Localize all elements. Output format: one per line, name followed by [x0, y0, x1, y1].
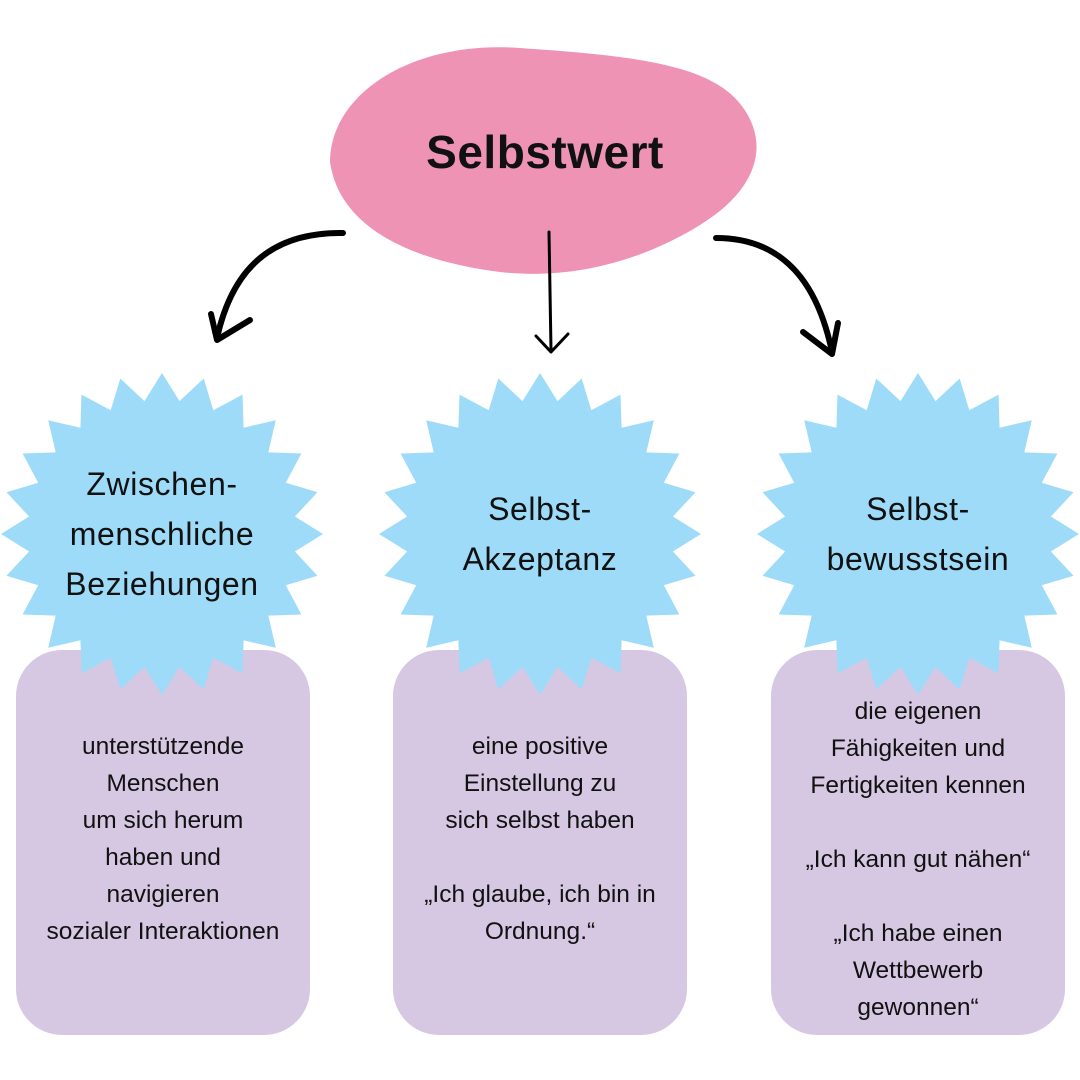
root-title: Selbstwert — [426, 126, 664, 178]
starburst-label-2: Selbst- Akzeptanz — [462, 491, 618, 577]
starburst-3: Selbst- bewusstsein — [756, 372, 1080, 696]
arrow-left — [208, 229, 346, 343]
description-box-2: eine positive Einstellung zu sich selbst… — [393, 650, 687, 1035]
starburst-1: Zwischen- menschliche Beziehungen — [0, 372, 324, 696]
starburst-shape-2 — [379, 373, 701, 695]
starburst-2: Selbst- Akzeptanz — [378, 372, 702, 696]
description-text-3: die eigenen Fähigkeiten und Fertigkeiten… — [805, 698, 1031, 1021]
description-box-3: die eigenen Fähigkeiten und Fertigkeiten… — [771, 650, 1065, 1035]
arrow-center — [534, 230, 570, 354]
starburst-shape-3 — [757, 373, 1079, 695]
description-text-2: eine positive Einstellung zu sich selbst… — [424, 733, 656, 945]
description-box-1: unterstützende Menschen um sich herum ha… — [16, 650, 310, 1035]
description-text-1: unterstützende Menschen um sich herum ha… — [46, 733, 280, 945]
starburst-label-3: Selbst- bewusstsein — [826, 491, 1010, 577]
starburst-label-1: Zwischen- menschliche Beziehungen — [65, 466, 259, 602]
starburst-shape-1 — [1, 373, 323, 695]
arrow-right — [713, 235, 841, 357]
